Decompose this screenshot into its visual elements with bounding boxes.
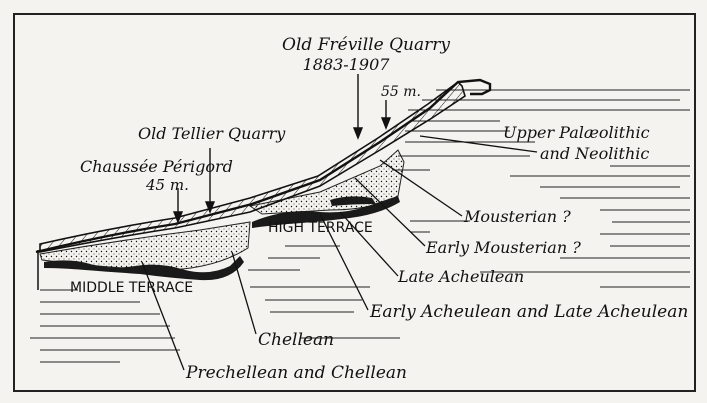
label-late-acheulean: Late Acheulean <box>397 267 524 286</box>
label-45m: 45 m. <box>145 176 189 194</box>
location-arrows <box>172 74 392 224</box>
label-middle-terrace: MIDDLE TERRACE <box>70 280 193 296</box>
label-early-and-late-acheulean: Early Acheulean and Late Acheulean <box>369 302 688 322</box>
label-chaussee-perigord: Chaussée Périgord <box>80 157 233 176</box>
label-prechellean-and-chellean: Prechellean and Chellean <box>185 363 407 383</box>
label-high-terrace: HIGH TERRACE <box>268 220 373 236</box>
label-55m: 55 m. <box>381 84 421 100</box>
surface-slope-wash <box>39 80 466 253</box>
label-chellean: Chellean <box>258 330 334 350</box>
label-neolithic: and Neolithic <box>540 144 649 163</box>
label-mousterian: Mousterian ? <box>463 207 571 226</box>
label-early-mousterian: Early Mousterian ? <box>425 238 581 257</box>
label-old-tellier-quarry: Old Tellier Quarry <box>138 124 286 143</box>
label-upper-palaeolithic: Upper Palæolithic <box>503 123 650 142</box>
ground-surface-line <box>35 78 492 254</box>
label-old-freville-quarry: Old Fréville Quarry <box>282 35 450 55</box>
label-freville-years: 1883-1907 <box>303 55 391 74</box>
leader-lines <box>141 135 538 371</box>
